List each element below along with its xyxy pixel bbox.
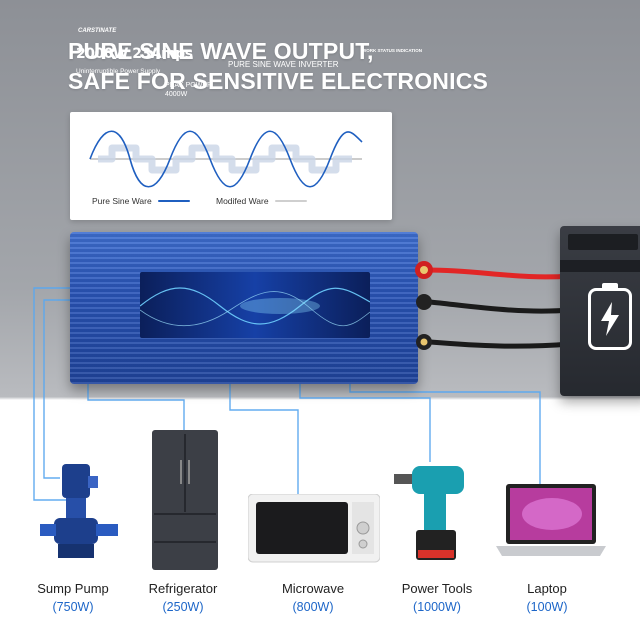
- headline-line-2: SAFE FOR SENSITIVE ELECTRONICS: [68, 68, 489, 94]
- battery-cap: [568, 234, 638, 250]
- device-watt: (800W): [292, 600, 334, 614]
- device-name: Laptop: [527, 581, 567, 596]
- device-name: Power Tools: [401, 581, 473, 596]
- legend-modified: Modifed Ware: [216, 196, 307, 206]
- legend-pure-sine: Pure Sine Ware: [92, 196, 190, 206]
- headline-line-1: PURE SINE WAVE OUTPUT,: [68, 38, 374, 64]
- inverter-title: PURE SINE WAVE INVERTER: [228, 60, 339, 69]
- device-refrigerator: Refrigerator (250W): [128, 580, 238, 616]
- waveform-card: Pure Sine Ware Modifed Ware: [70, 112, 392, 220]
- inverter-status-heading: WORK STATUS INDICATION: [362, 48, 422, 53]
- waveform-graph: [89, 130, 363, 188]
- device-name: Refrigerator: [148, 581, 218, 596]
- microwave-icon: [248, 494, 380, 563]
- battery-icon: [588, 283, 632, 350]
- legend-modified-swatch: [274, 200, 307, 202]
- device-watt: (250W): [162, 600, 204, 614]
- wire-microwave: [229, 384, 299, 496]
- red-positive-cable: [425, 267, 573, 280]
- device-power-tools: Power Tools (1000W): [382, 580, 492, 616]
- lightning-bolt-icon: [601, 302, 619, 336]
- wire-refrigerator: [87, 384, 185, 432]
- wire-sump-pump-2: [43, 299, 70, 479]
- legend-modified-label: Modifed Ware: [216, 196, 269, 206]
- negative-terminal: [416, 294, 432, 310]
- black-cable-2: [427, 339, 573, 349]
- water-pump-icon: [40, 464, 118, 558]
- pure-sine-wave-line: [89, 130, 363, 188]
- black-cable-1: [427, 299, 573, 314]
- laptop-icon: [496, 484, 606, 556]
- device-microwave: Microwave (800W): [258, 580, 368, 616]
- device-watt: (1000W): [413, 600, 461, 614]
- inverter-label-panel: [140, 272, 370, 338]
- device-name: Sump Pump: [37, 581, 109, 596]
- car-battery: [560, 226, 640, 396]
- device-watt: (750W): [52, 600, 94, 614]
- legend-pure-sine-label: Pure Sine Ware: [92, 196, 152, 206]
- legend-pure-sine-swatch: [157, 200, 190, 202]
- wire-power-tools: [299, 384, 431, 462]
- inverter-power-rating: 2000W 23Amps: [76, 46, 193, 62]
- battery-rib: [560, 260, 640, 272]
- inverter-peak-value: 4000W: [165, 91, 188, 98]
- wire-laptop: [349, 384, 541, 484]
- inverter-peak-label: PEAK POWER: [165, 82, 213, 89]
- device-sump-pump: Sump Pump (750W): [18, 580, 128, 616]
- inverter-unit: [70, 232, 418, 384]
- battery-cables: [415, 261, 573, 350]
- device-laptop: Laptop (100W): [492, 580, 602, 616]
- drill-icon: [394, 466, 464, 560]
- inverter-ups-label: Uninterruptible Power Supply: [76, 68, 161, 75]
- inverter-glow-wave: [140, 287, 370, 327]
- device-name: Microwave: [281, 581, 345, 596]
- inverter-brand: CARSTINATE: [78, 28, 117, 34]
- wire-sump-pump: [33, 287, 70, 501]
- refrigerator-icon: [152, 430, 218, 570]
- device-watt: (100W): [526, 600, 568, 614]
- modified-wave-line: [98, 144, 352, 174]
- headline: PURE SINE WAVE OUTPUT, SAFE FOR SENSITIV…: [68, 36, 588, 96]
